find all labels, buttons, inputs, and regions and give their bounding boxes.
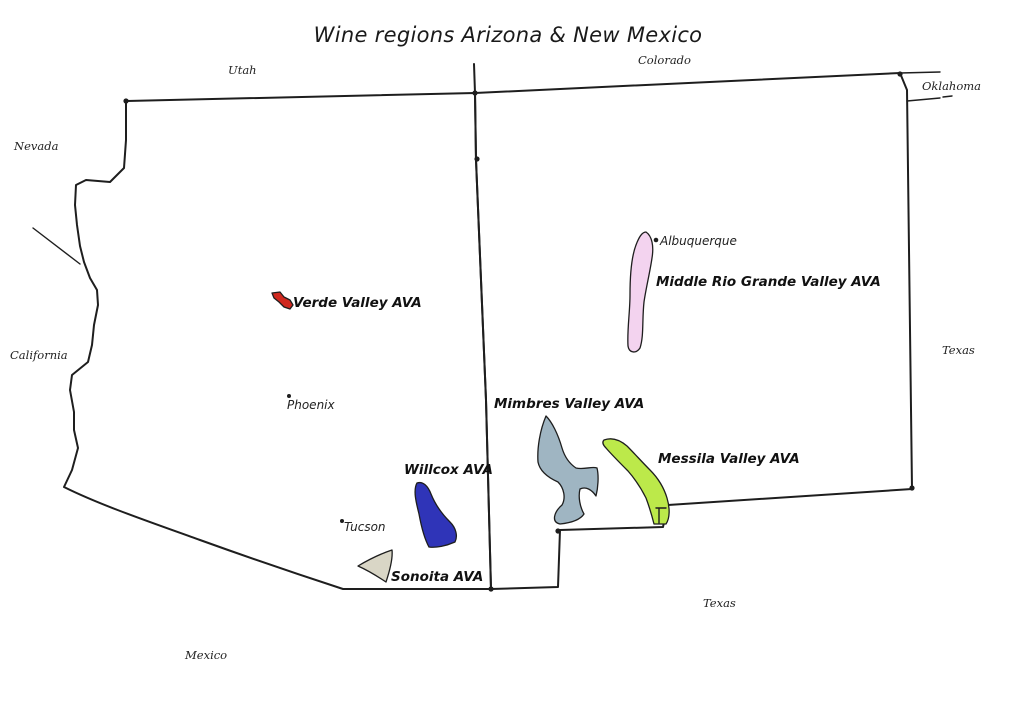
corner-dot (488, 586, 494, 592)
corner-dot (472, 90, 478, 96)
label-messila-valley: Messila Valley AVA (658, 451, 800, 467)
label-utah: Utah (228, 63, 257, 77)
oklahoma-line-top (899, 71, 941, 74)
city-dot-phoenix (287, 394, 291, 398)
new-mexico-border (474, 72, 913, 590)
city-dot-albuquerque (653, 237, 659, 243)
map-title: Wine regions Arizona & New Mexico (314, 23, 703, 47)
label-willcox: Willcox AVA (404, 462, 493, 478)
region-sonoita (357, 549, 393, 583)
label-mexico: Mexico (184, 648, 227, 662)
corner-dot (909, 485, 915, 491)
region-middle-rio-grande (627, 231, 654, 353)
label-texas-east: Texas (942, 343, 975, 357)
four-corners-line (473, 63, 476, 94)
label-sonoita: Sonoita AVA (391, 569, 483, 585)
label-colorado: Colorado (638, 53, 691, 67)
label-oklahoma: Oklahoma (922, 79, 981, 93)
region-mimbres-valley (537, 415, 599, 525)
label-nevada: Nevada (13, 139, 59, 153)
label-middle-rio-grande: Middle Rio Grande Valley AVA (656, 274, 881, 290)
label-tucson: Tucson (344, 520, 386, 534)
arizona-border (63, 92, 492, 590)
corner-dot (123, 98, 129, 104)
label-texas-south: Texas (703, 596, 736, 610)
label-albuquerque: Albuquerque (659, 234, 737, 248)
label-verde-valley: Verde Valley AVA (293, 295, 422, 311)
corner-dot (474, 156, 480, 162)
region-messila-valley (602, 438, 670, 525)
region-verde-valley (271, 291, 294, 310)
label-mimbres-valley: Mimbres Valley AVA (494, 396, 644, 412)
oklahoma-mark (942, 95, 953, 98)
oklahoma-line-bottom (906, 97, 941, 102)
corner-dot (555, 528, 561, 534)
nevada-california-line (32, 227, 81, 265)
label-california: California (10, 348, 68, 362)
label-phoenix: Phoenix (287, 398, 336, 412)
region-willcox (414, 481, 457, 548)
messila-valley-detail (655, 507, 667, 524)
corner-dot (897, 71, 903, 77)
city-dot-tucson (340, 519, 344, 523)
